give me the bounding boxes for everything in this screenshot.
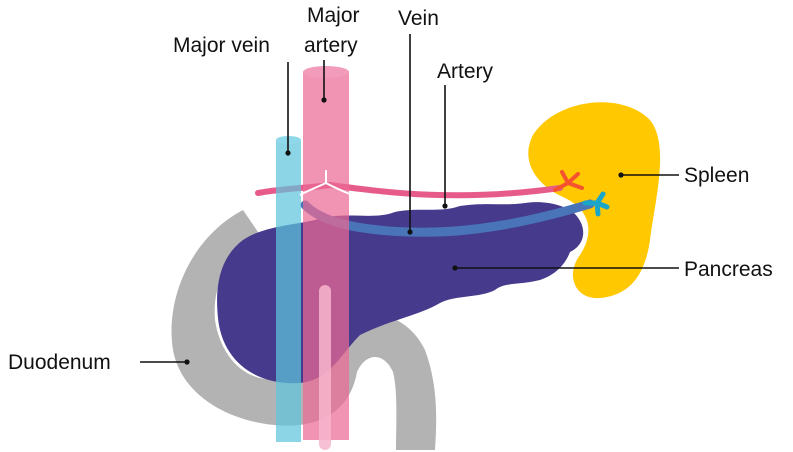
major-vein-vessel — [276, 136, 301, 442]
major-artery-vessel — [300, 66, 352, 450]
label-spleen: Spleen — [684, 164, 749, 187]
label-artery: Artery — [437, 60, 494, 83]
label-pancreas: Pancreas — [684, 258, 773, 281]
label-major-vein: Major vein — [173, 34, 270, 57]
label-vein: Vein — [398, 7, 439, 30]
leader-artery — [442, 85, 447, 209]
label-duodenum: Duodenum — [8, 351, 111, 374]
label-major-artery-line2: artery — [304, 34, 358, 57]
label-major-artery-line1: Major — [307, 4, 360, 27]
leader-vein — [407, 34, 412, 235]
